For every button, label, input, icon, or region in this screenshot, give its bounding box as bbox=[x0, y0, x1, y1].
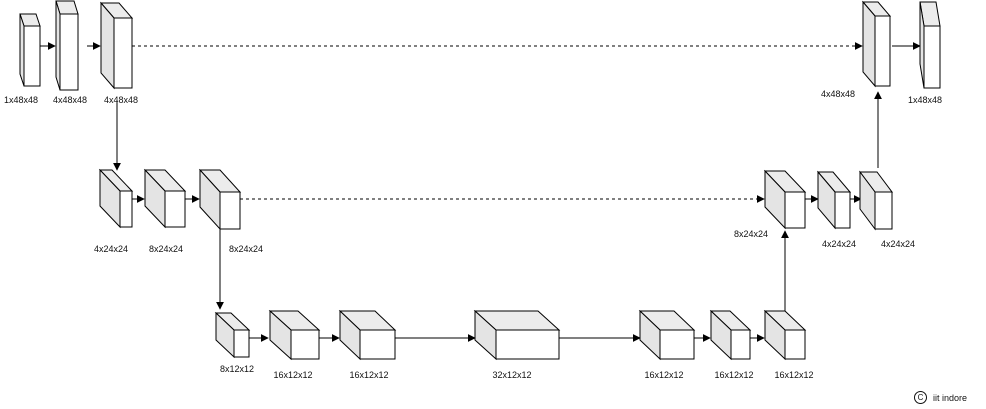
block-front-face bbox=[784, 329, 806, 360]
block-front-face bbox=[659, 329, 695, 360]
block-front-face bbox=[923, 25, 941, 89]
labels: 1x48x48 4x48x48 4x48x48 4x24x24 8x24x24 8x24x… bbox=[4, 89, 942, 380]
block-label-enc1-input: 1x48x48 bbox=[4, 95, 38, 105]
block-label-bot-pool: 8x12x12 bbox=[220, 364, 254, 374]
block-enc2-pool bbox=[98, 168, 134, 229]
block-front-face bbox=[233, 329, 250, 358]
block-side-face bbox=[55, 0, 61, 91]
block-label-enc1-conv2: 4x48x48 bbox=[104, 95, 138, 105]
block-bot-pool bbox=[214, 311, 251, 359]
block-label-dec2-up: 8x24x24 bbox=[734, 229, 768, 239]
block-front-face bbox=[23, 25, 41, 87]
copyright-icon: C bbox=[914, 391, 927, 404]
block-dec1-up bbox=[861, 0, 892, 88]
block-bot-mid bbox=[473, 309, 561, 361]
block-front-face bbox=[59, 13, 79, 91]
block-dec2-conv2 bbox=[859, 170, 893, 231]
credit-text: iit indore bbox=[933, 392, 968, 403]
block-bot-conv3 bbox=[638, 309, 696, 361]
block-front-face bbox=[219, 191, 241, 230]
block-front-face bbox=[164, 190, 186, 228]
block-enc1-input bbox=[19, 13, 41, 87]
block-label-bot-conv1: 16x12x12 bbox=[273, 370, 312, 380]
block-front-face bbox=[834, 191, 851, 229]
block-front-face bbox=[359, 329, 396, 360]
block-dec2-conv1 bbox=[816, 170, 852, 230]
block-side-face bbox=[100, 1, 115, 90]
block-dec1-output bbox=[919, 1, 941, 89]
block-label-dec2-conv1: 4x24x24 bbox=[822, 239, 856, 249]
block-side-face bbox=[862, 0, 876, 88]
block-label-enc1-conv1: 4x48x48 bbox=[53, 95, 87, 105]
block-front-face bbox=[874, 191, 893, 230]
block-label-bot-conv3: 16x12x12 bbox=[644, 370, 683, 380]
block-label-enc2-conv1: 8x24x24 bbox=[149, 244, 183, 254]
blocks bbox=[19, 0, 941, 361]
block-front-face bbox=[874, 15, 891, 87]
block-label-bot-mid: 32x12x12 bbox=[492, 370, 531, 380]
block-label-bot-conv4: 16x12x12 bbox=[714, 370, 753, 380]
connections bbox=[40, 42, 921, 342]
block-side-face bbox=[19, 13, 25, 87]
block-bot-conv2 bbox=[338, 309, 397, 361]
block-label-enc2-pool: 4x24x24 bbox=[94, 244, 128, 254]
block-label-dec1-output: 1x48x48 bbox=[908, 95, 942, 105]
block-label-dec2-conv2: 4x24x24 bbox=[881, 239, 915, 249]
block-front-face bbox=[119, 190, 133, 228]
block-enc2-conv2 bbox=[198, 168, 242, 231]
block-bot-conv4 bbox=[709, 309, 752, 361]
block-dec2-up bbox=[763, 169, 807, 230]
block-label-bot-conv2: 16x12x12 bbox=[349, 370, 388, 380]
block-label-bot-conv5: 16x12x12 bbox=[774, 370, 813, 380]
copyright-credit: C iit indore bbox=[914, 391, 967, 404]
block-front-face bbox=[495, 329, 560, 360]
block-front-face bbox=[730, 329, 751, 360]
block-label-dec1-up: 4x48x48 bbox=[821, 89, 855, 99]
block-front-face bbox=[784, 191, 806, 229]
block-enc1-conv1 bbox=[55, 0, 79, 91]
block-bot-conv5 bbox=[763, 309, 807, 361]
block-front-face bbox=[113, 17, 133, 89]
block-front-face bbox=[290, 329, 320, 360]
block-enc1-conv2 bbox=[99, 1, 134, 90]
block-bot-conv1 bbox=[268, 309, 321, 361]
block-enc2-conv1 bbox=[143, 168, 187, 229]
block-label-enc2-conv2: 8x24x24 bbox=[229, 244, 263, 254]
